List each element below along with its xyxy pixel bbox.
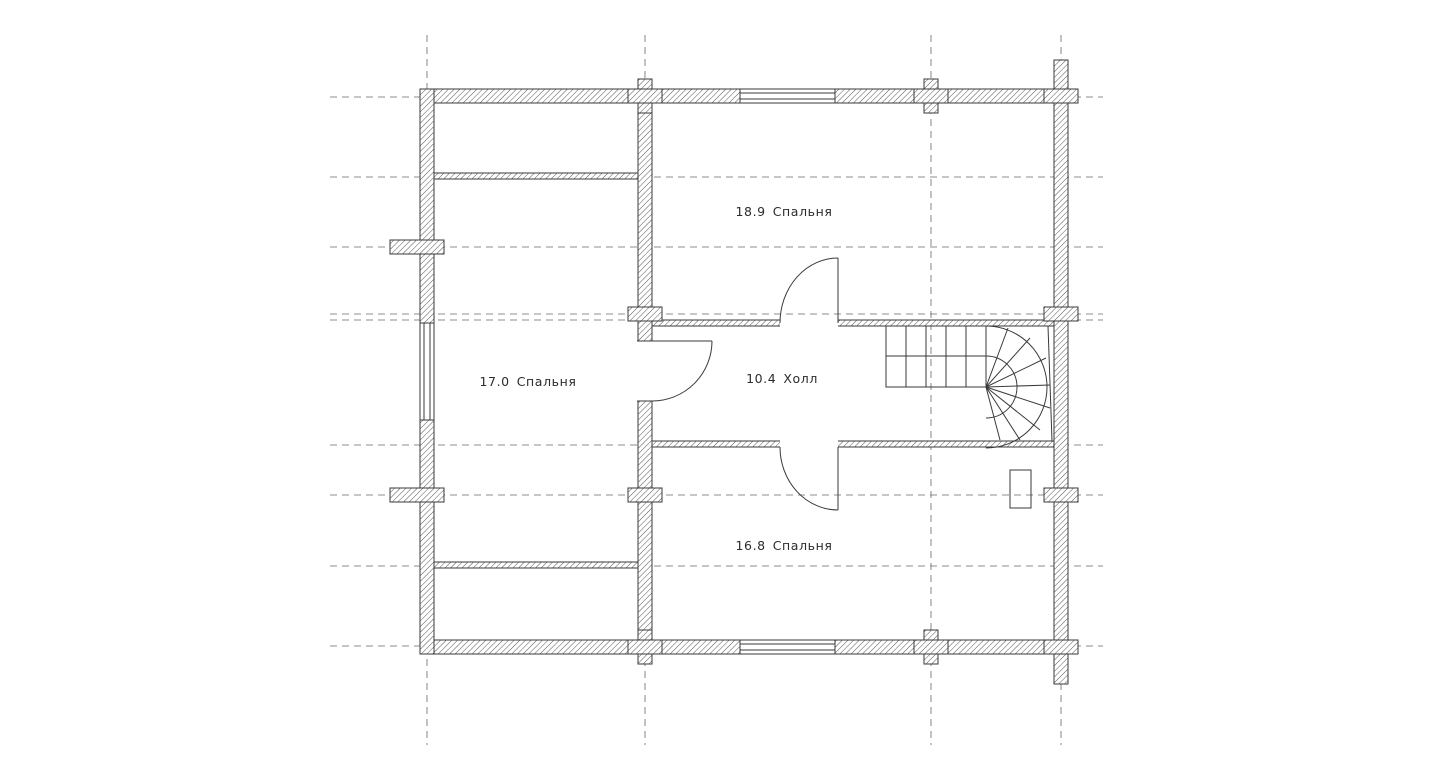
- log-end: [1043, 487, 1079, 503]
- stair-winder-step: [985, 386, 1021, 441]
- door-opening: [780, 440, 838, 448]
- chimney: [1009, 469, 1032, 509]
- log-end: [1043, 639, 1079, 655]
- door-swing-arc: [651, 340, 713, 402]
- windows: [419, 88, 836, 655]
- partition-left-upper: [433, 172, 639, 180]
- door-swing-arc: [779, 446, 839, 511]
- log-end: [627, 88, 663, 104]
- stair-winder-step: [985, 327, 1009, 388]
- door-opening: [637, 341, 653, 401]
- walls: [389, 59, 1079, 685]
- partition-left-lower: [433, 561, 639, 569]
- window-top: [739, 88, 836, 104]
- stair-winder-arc-inner: [985, 355, 1018, 419]
- log-end: [1043, 306, 1079, 322]
- log-end: [627, 306, 663, 322]
- partition-hall-top: [651, 319, 1055, 327]
- log-end: [1043, 88, 1079, 104]
- stair-winder-step: [985, 386, 1051, 409]
- log-end: [389, 487, 445, 503]
- window-bottom: [739, 639, 836, 655]
- stair-winder-step: [985, 386, 1001, 441]
- door-opening: [780, 319, 838, 327]
- log-end: [913, 88, 949, 104]
- staircase: [885, 325, 1053, 449]
- doors: [637, 257, 839, 511]
- log-end: [627, 487, 663, 503]
- partition-hall-bottom: [651, 440, 1055, 448]
- stair-winder-step: [985, 386, 1041, 431]
- door-swing-arc: [779, 257, 839, 324]
- stair-winder-step: [985, 357, 1047, 388]
- stair-winder-arc: [985, 325, 1048, 449]
- wall-right: [1053, 59, 1069, 685]
- log-end: [913, 639, 949, 655]
- stair-winder-step: [985, 384, 1051, 388]
- window-left: [419, 322, 435, 421]
- stair-winder-outline: [986, 325, 1053, 442]
- log-end: [627, 639, 663, 655]
- stair-winder-step: [985, 337, 1031, 388]
- log-end: [389, 239, 445, 255]
